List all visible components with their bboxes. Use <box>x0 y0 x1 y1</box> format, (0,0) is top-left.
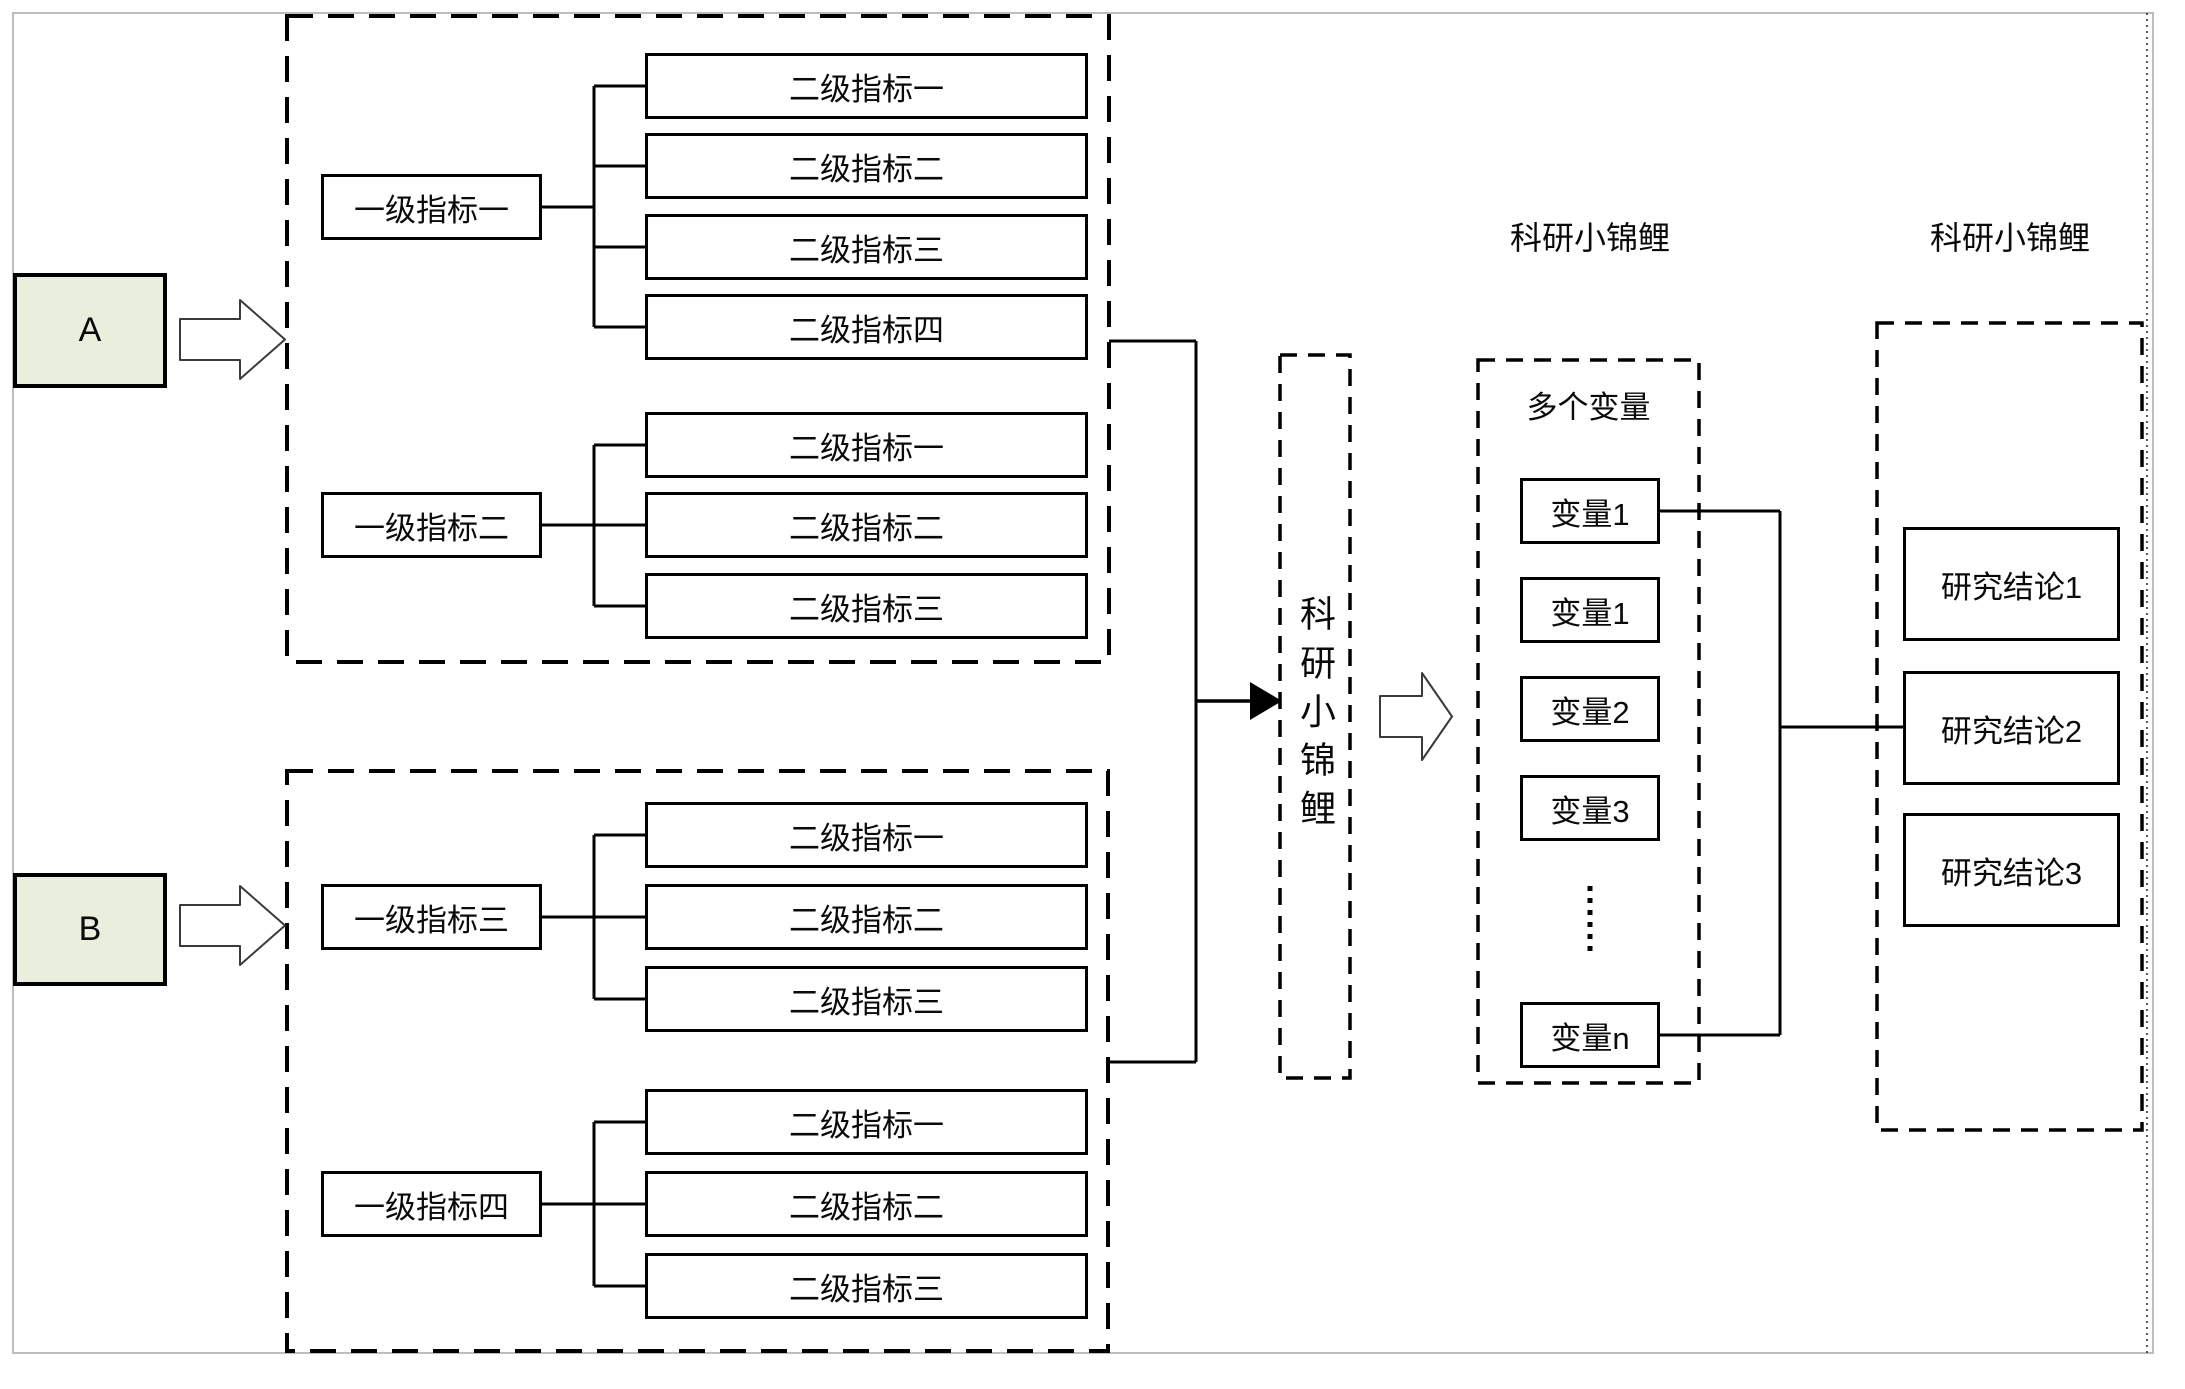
variable-box-3: 变量2 <box>1520 676 1660 742</box>
outer-frame-border <box>12 12 2154 1354</box>
level2-indicator-g4-1: 二级指标一 <box>645 1089 1088 1155</box>
level2-indicator-g3-3: 二级指标三 <box>645 966 1088 1032</box>
source-box-a: A <box>13 273 167 388</box>
level1-indicator-1: 一级指标一 <box>321 174 542 240</box>
conclusions-panel-header: 科研小锦鲤 <box>1929 220 2090 256</box>
conclusion-box-1: 研究结论1 <box>1903 527 2120 641</box>
level2-indicator-g1-2: 二级指标二 <box>645 133 1088 199</box>
level2-indicator-g2-3: 二级指标三 <box>645 573 1088 639</box>
koi-dashed-box <box>1278 353 1352 1080</box>
block-arrow-variables-icon <box>1379 672 1453 761</box>
tree-connector-group4 <box>542 1120 645 1288</box>
variable-box-1: 变量1 <box>1520 478 1660 544</box>
variables-panel-title: 多个变量 <box>1526 389 1651 425</box>
container-merge-connector <box>1108 339 1198 1064</box>
conclusion-box-2: 研究结论2 <box>1903 671 2120 785</box>
merge-arrowhead-icon <box>1250 682 1282 720</box>
conclusion-box-3: 研究结论3 <box>1903 813 2120 927</box>
block-arrow-a-icon <box>179 299 286 380</box>
tree-connector-group2 <box>542 443 645 608</box>
tree-connector-group1 <box>542 84 645 329</box>
level2-indicator-g2-2: 二级指标二 <box>645 492 1088 558</box>
level2-indicator-g2-1: 二级指标一 <box>645 412 1088 478</box>
variable-box-n: 变量n <box>1520 1002 1660 1068</box>
tree-connector-group3 <box>542 833 645 1001</box>
level1-indicator-4: 一级指标四 <box>321 1171 542 1237</box>
source-box-b: B <box>13 873 167 986</box>
top-indicator-dashed-container <box>285 14 1111 664</box>
level2-indicator-g1-4: 二级指标四 <box>645 294 1088 360</box>
level2-indicator-g1-3: 二级指标三 <box>645 214 1088 280</box>
level1-indicator-3: 一级指标三 <box>321 884 542 950</box>
level2-indicator-g4-3: 二级指标三 <box>645 1253 1088 1319</box>
variable-box-2: 变量1 <box>1520 577 1660 643</box>
variable-box-4: 变量3 <box>1520 775 1660 841</box>
variables-conclusion-connector <box>1660 509 1903 1037</box>
variables-panel-header: 科研小锦鲤 <box>1509 220 1670 256</box>
level2-indicator-g3-1: 二级指标一 <box>645 802 1088 868</box>
block-arrow-b-icon <box>179 885 286 966</box>
level2-indicator-g3-2: 二级指标二 <box>645 884 1088 950</box>
level2-indicator-g4-2: 二级指标二 <box>645 1171 1088 1237</box>
level2-indicator-g1-1: 二级指标一 <box>645 53 1088 119</box>
level1-indicator-2: 一级指标二 <box>321 492 542 558</box>
variables-dashed-box <box>1476 358 1701 1085</box>
koi-pipeline-label: 科研小锦鲤 <box>1295 595 1336 838</box>
